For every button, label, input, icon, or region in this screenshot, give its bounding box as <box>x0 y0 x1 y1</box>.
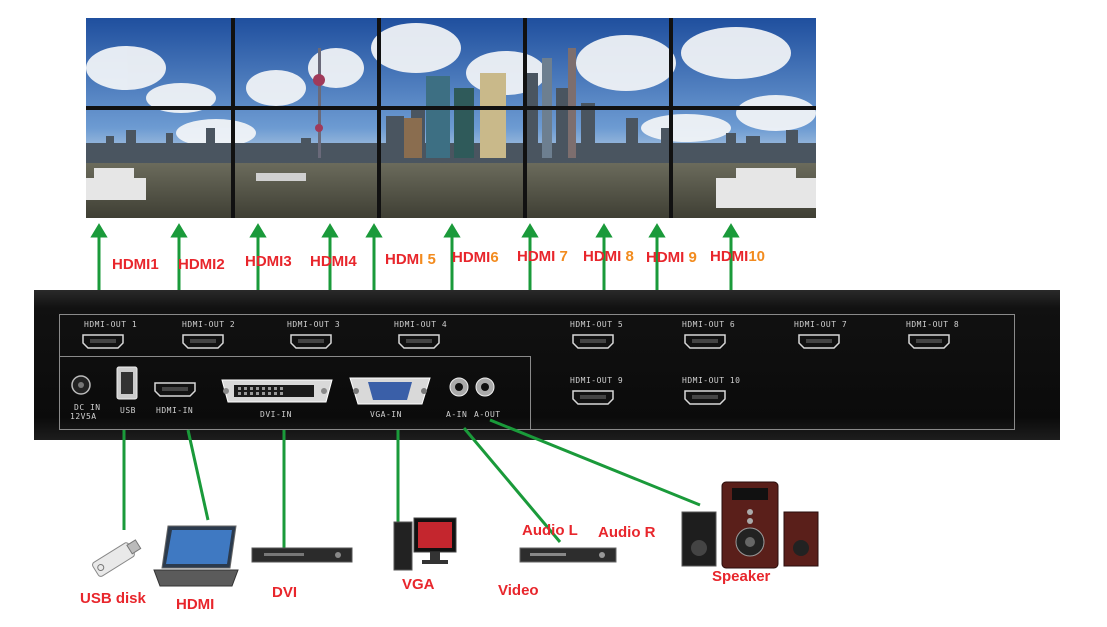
arrow-hdmi4 <box>321 223 339 292</box>
usb-caption: USB <box>120 406 136 415</box>
hdmi-out-5-port[interactable] <box>572 334 614 349</box>
output-arrows <box>90 223 740 292</box>
hdmi-source-label: HDMI <box>176 596 215 613</box>
dvi-in-caption: DVI-IN <box>260 410 292 419</box>
output-label-5-main: HDM <box>385 251 420 268</box>
speaker-label: Speaker <box>712 568 771 585</box>
output-label-7: HDMI 7 <box>517 248 568 265</box>
output-label-8: HDMI 8 <box>583 248 634 265</box>
output-label-8-main: HDMI <box>583 248 622 265</box>
audio-out-caption: A-OUT <box>474 410 501 419</box>
laptop-icon <box>153 525 239 587</box>
hdmi-out-4-caption: HDMI-OUT 4 <box>394 320 448 329</box>
hdmi-out-10-port[interactable] <box>684 390 726 405</box>
output-label-6: HDMI6 <box>452 249 499 266</box>
output-label-6-num: 6 <box>490 249 499 266</box>
arrow-hdmi3 <box>249 223 267 292</box>
hdmi-out-2-port[interactable] <box>182 334 224 349</box>
usb-disk-icon <box>92 539 142 577</box>
dc-rating-caption: 12V5A <box>70 412 97 421</box>
arrow-hdmi7 <box>521 223 539 292</box>
dvi-player-icon <box>251 547 353 563</box>
output-label-4: HDMI4 <box>310 253 357 270</box>
hdmi-out-9-port[interactable] <box>572 390 614 405</box>
usb-port[interactable] <box>116 366 138 400</box>
vga-pc-icon <box>393 517 457 571</box>
audio-r-label: Audio R <box>598 524 656 541</box>
output-label-9: HDMI 9 <box>646 249 697 266</box>
hdmi-out-1-caption: HDMI-OUT 1 <box>84 320 138 329</box>
dvi-source-label: DVI <box>272 584 298 601</box>
usb-disk-label: USB disk <box>80 590 146 607</box>
hdmi-in-port[interactable] <box>154 382 196 397</box>
hdmi-out-2-caption: HDMI-OUT 2 <box>182 320 236 329</box>
output-label-10-main: HDMI <box>710 248 749 265</box>
speaker-line <box>489 418 701 507</box>
arrow-hdmi8 <box>595 223 613 292</box>
splitter-back-panel: HDMI-OUT 1 HDMI-OUT 2 HDMI-OUT 3 HDMI-OU… <box>34 290 1060 440</box>
hdmi-in-caption: HDMI-IN <box>156 406 194 415</box>
dc-in-caption: DC IN <box>74 403 101 412</box>
input-panel-frame <box>59 356 531 430</box>
audio-in-caption: A-IN <box>446 410 468 419</box>
hdmi-out-8-port[interactable] <box>908 334 950 349</box>
dc-in-jack[interactable] <box>70 374 92 396</box>
city-skyline-image <box>86 18 816 218</box>
hdmi-out-10-caption: HDMI-OUT 10 <box>682 376 741 385</box>
arrow-hdmi1 <box>90 223 108 292</box>
output-label-10-num: 10 <box>748 248 766 265</box>
video-wall <box>86 18 816 218</box>
hdmi-out-7-caption: HDMI-OUT 7 <box>794 320 848 329</box>
hdmi-out-9-caption: HDMI-OUT 9 <box>570 376 624 385</box>
vga-in-port[interactable] <box>348 376 432 406</box>
hdmi-out-1-port[interactable] <box>82 334 124 349</box>
dvi-in-port[interactable] <box>220 378 334 404</box>
video-line <box>462 427 562 543</box>
hdmi-out-3-caption: HDMI-OUT 3 <box>287 320 341 329</box>
output-label-10: HDMI10 <box>710 248 765 265</box>
arrow-hdmi2 <box>170 223 188 292</box>
arrow-hdmi5 <box>365 223 383 292</box>
speaker-icon <box>681 481 819 569</box>
audio-out-jack[interactable] <box>474 376 496 398</box>
audio-l-label: Audio L <box>522 522 578 539</box>
output-label-1: HDMI1 <box>112 256 159 273</box>
output-label-9-main: HDMI <box>646 249 685 266</box>
hdmi-out-7-port[interactable] <box>798 334 840 349</box>
video-source-label: Video <box>498 582 539 599</box>
hdmi-out-6-port[interactable] <box>684 334 726 349</box>
hdmi-out-3-port[interactable] <box>290 334 332 349</box>
hdmi-out-5-caption: HDMI-OUT 5 <box>570 320 624 329</box>
arrow-hdmi9 <box>648 223 666 292</box>
audio-in-jack[interactable] <box>448 376 470 398</box>
video-player-icon <box>519 547 617 563</box>
vga-in-caption: VGA-IN <box>370 410 402 419</box>
arrow-hdmi6 <box>443 223 461 292</box>
output-label-5: HDMI 5 <box>385 251 436 268</box>
hdmi-out-4-port[interactable] <box>398 334 440 349</box>
output-label-5-num: I 5 <box>419 251 436 268</box>
output-label-9-num: 9 <box>684 249 697 266</box>
vga-source-label: VGA <box>402 576 435 593</box>
hdmi-line <box>186 429 210 521</box>
arrow-hdmi10 <box>722 223 740 292</box>
output-label-7-main: HDMI <box>517 248 556 265</box>
output-label-6-main: HDMI <box>452 249 491 266</box>
output-label-7-num: 7 <box>555 248 568 265</box>
output-label-2: HDMI2 <box>178 256 225 273</box>
hdmi-out-6-caption: HDMI-OUT 6 <box>682 320 736 329</box>
hdmi-out-8-caption: HDMI-OUT 8 <box>906 320 960 329</box>
output-label-3: HDMI3 <box>245 253 292 270</box>
output-label-8-num: 8 <box>621 248 634 265</box>
